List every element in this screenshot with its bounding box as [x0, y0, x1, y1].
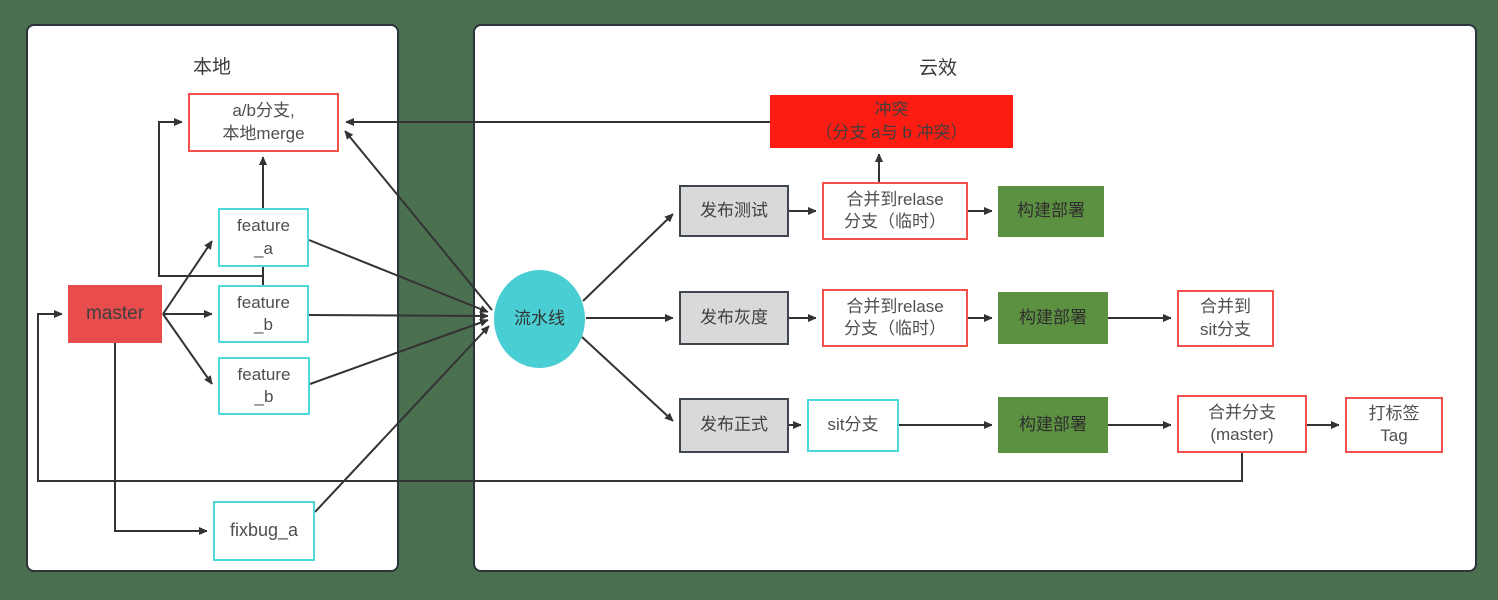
node-feature-a: feature _a — [218, 208, 309, 267]
node-merge-sit: 合并到 sit分支 — [1177, 290, 1274, 347]
node-tag: 打标签 Tag — [1345, 397, 1443, 453]
node-pipeline: 流水线 — [494, 270, 585, 368]
node-master: master — [68, 285, 162, 343]
node-publish-test: 发布测试 — [679, 185, 789, 237]
panel-local-title: 本地 — [192, 57, 231, 78]
node-conflict: 冲突 （分支 a与 b 冲突） — [770, 95, 1013, 148]
node-build-deploy-2: 构建部署 — [998, 292, 1108, 344]
node-fixbug-a: fixbug_a — [213, 501, 315, 561]
node-build-deploy-3: 构建部署 — [998, 397, 1108, 453]
node-build-deploy-1: 构建部署 — [998, 186, 1104, 237]
node-ab-branch: a/b分支, 本地merge — [188, 93, 339, 152]
node-feature-b1: feature _b — [218, 285, 309, 343]
node-merge-master: 合并分支 (master) — [1177, 395, 1307, 453]
panel-cloud-title: 云效 — [918, 58, 957, 79]
node-sit-branch: sit分支 — [807, 399, 899, 452]
node-merge-release-2: 合并到relase 分支（临时） — [822, 289, 968, 347]
node-publish-gray: 发布灰度 — [679, 291, 789, 345]
node-feature-b2: feature _b — [218, 357, 310, 415]
node-merge-release-1: 合并到relase 分支（临时） — [822, 182, 968, 240]
node-publish-prod: 发布正式 — [679, 398, 789, 453]
